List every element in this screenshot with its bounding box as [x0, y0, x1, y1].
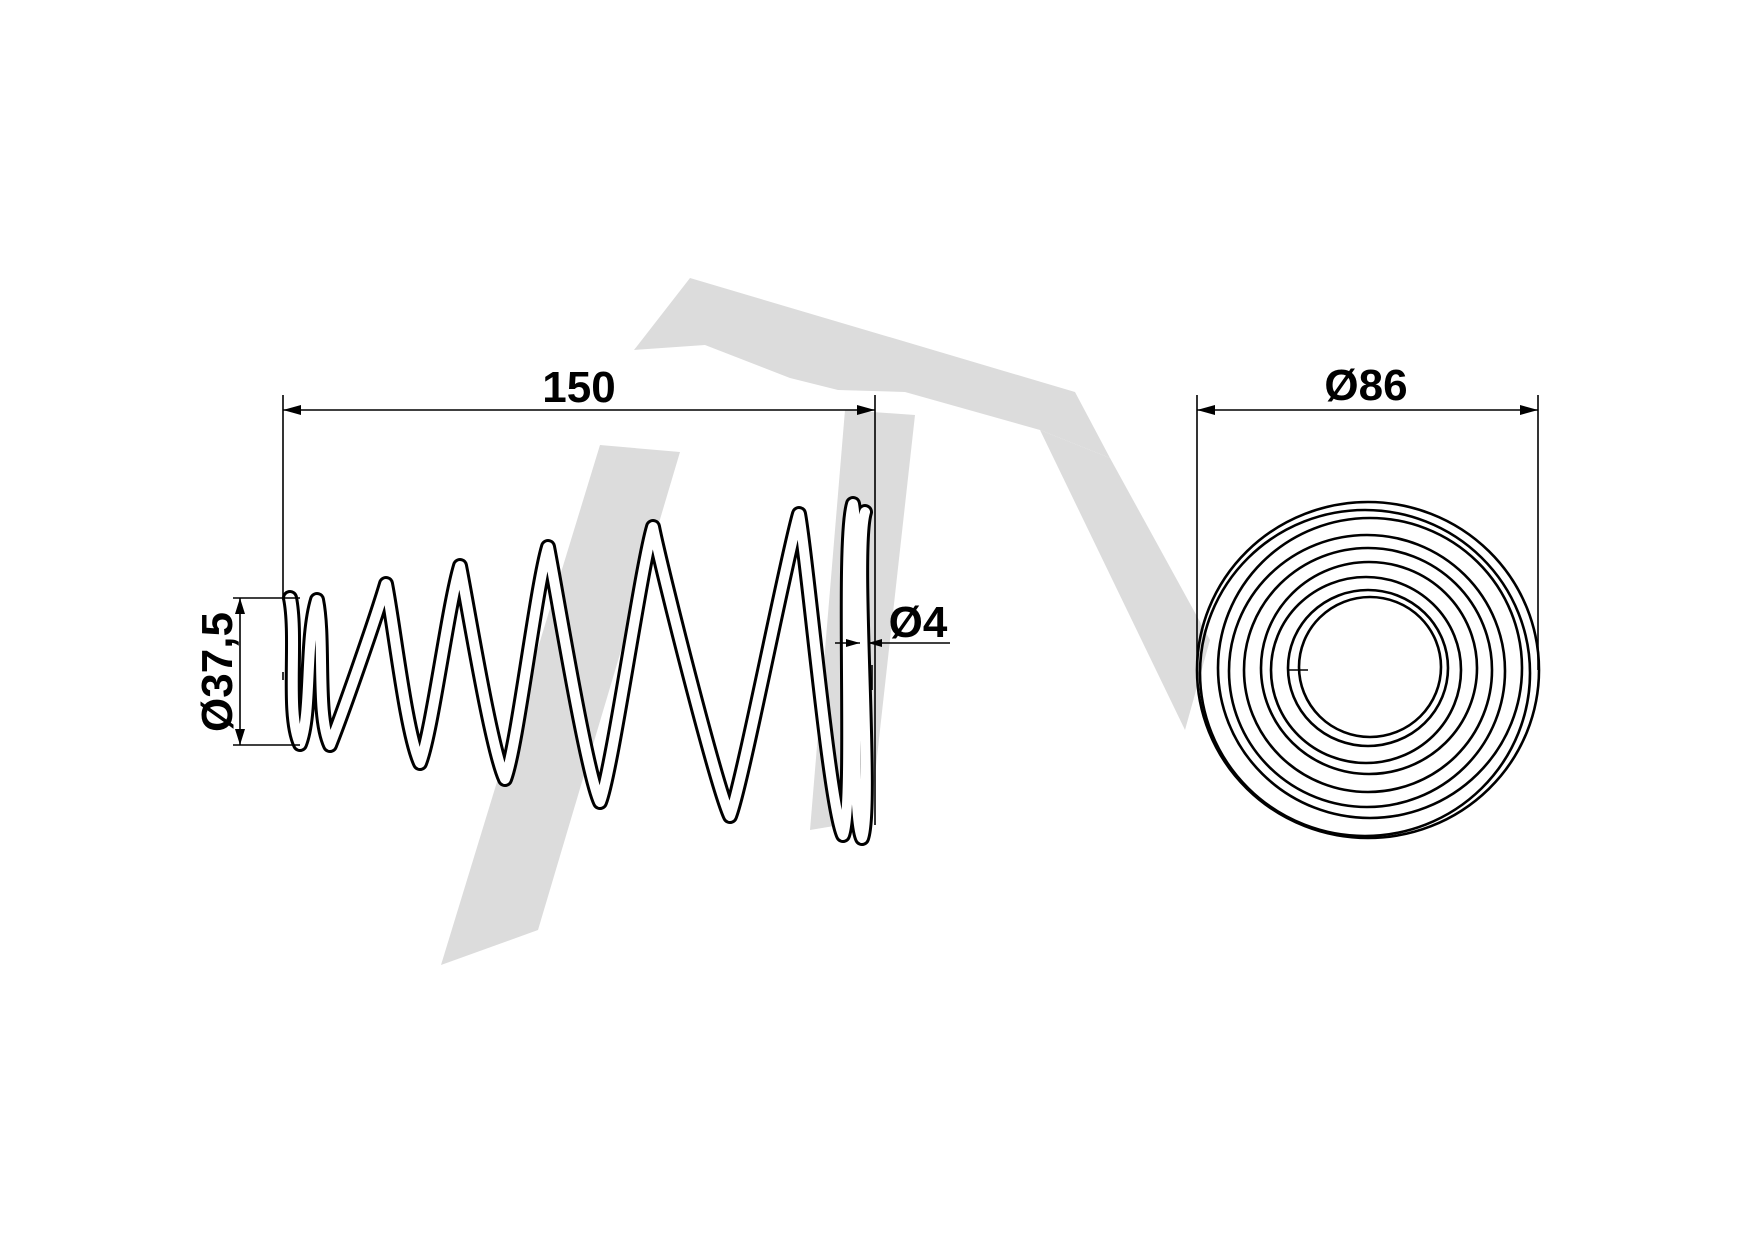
end-view-ring-6 [1259, 560, 1479, 776]
wire-diameter-arrow-right [868, 639, 882, 647]
wire-diameter-arrow-left [846, 639, 860, 647]
end-view-ring-4 [1227, 533, 1507, 809]
length-label: 150 [542, 363, 615, 412]
spring-coil-inner [285, 499, 871, 843]
end-view-ring-7 [1269, 575, 1463, 765]
length-arrow-right [857, 405, 875, 415]
spring-end-view [1195, 500, 1541, 840]
outer-diameter-label: Ø86 [1324, 361, 1407, 410]
end-view-ring-9 [1297, 595, 1443, 739]
outer-diameter-arrow-left [1197, 405, 1215, 415]
end-view-ring-2 [1198, 508, 1532, 838]
watermark-t-bar [634, 278, 1110, 458]
outer-diameter-arrow-right [1520, 405, 1538, 415]
spring-side-view [282, 496, 874, 846]
end-diameter-dimension: Ø37,5 [193, 597, 300, 746]
end-view-ring-5 [1242, 546, 1494, 794]
end-diameter-arrow-bottom [235, 729, 245, 745]
outer-diameter-dimension: Ø86 [1196, 361, 1539, 670]
end-diameter-arrow-top [235, 598, 245, 614]
watermark-left-stroke [441, 445, 680, 965]
length-arrow-left [283, 405, 301, 415]
wire-diameter-label: Ø4 [889, 598, 948, 647]
end-view-ring-8 [1286, 588, 1450, 748]
end-diameter-label: Ø37,5 [193, 612, 242, 732]
watermark-right-stroke [1040, 430, 1210, 730]
wire-diameter-dimension: Ø4 [835, 598, 950, 647]
end-view-ring-3 [1216, 516, 1524, 820]
length-dimension: 150 [282, 363, 876, 825]
